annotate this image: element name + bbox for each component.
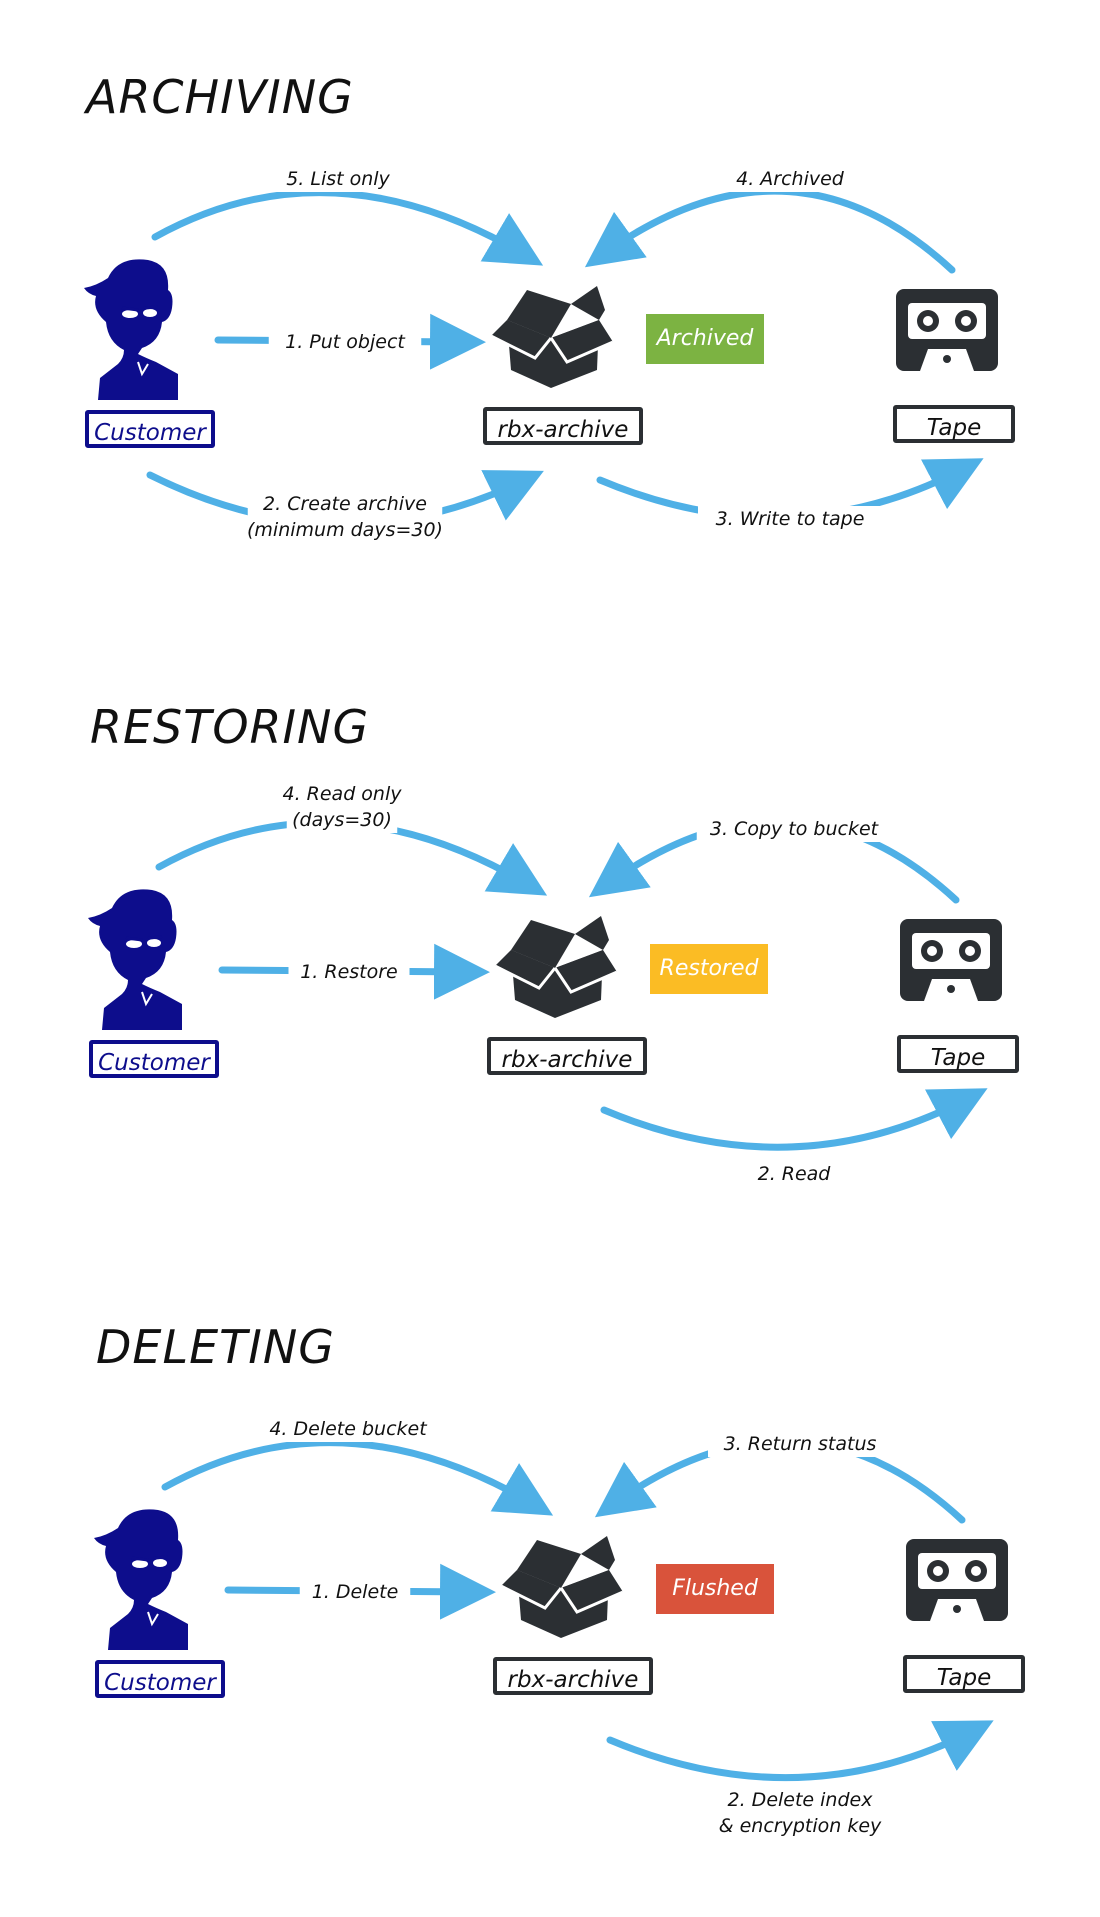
tape-label: Tape (897, 1035, 1019, 1073)
flow-arrows: 4. Delete bucket 3. Return status 1. Delet… (161, 1416, 994, 1839)
arrow-label-bg (268, 329, 422, 355)
arrow-label: 4. Delete bucket (269, 1418, 428, 1440)
box-icon (497, 1530, 627, 1644)
arrow-label-bg (698, 506, 882, 532)
arrow-top-left (151, 189, 544, 266)
arrow-label-bg (247, 517, 443, 543)
section-archiving: ARCHIVING 5. List only 4. Archived 1. Put o… (0, 70, 1100, 630)
archive-label: rbx-archive (487, 1037, 647, 1075)
person-icon (78, 250, 188, 404)
arrow-label: 5. List only (286, 168, 390, 190)
person-icon (88, 1500, 198, 1654)
arrow-label-bg (288, 959, 410, 985)
customer-label: Customer (85, 410, 215, 448)
arrow-label: 1. Put object (285, 331, 406, 353)
arrow-label: & encryption key (719, 1815, 882, 1837)
arrow-label: 3. Copy to bucket (710, 818, 880, 840)
cassette-tape-icon (902, 1535, 1012, 1629)
status-badge: Flushed (656, 1564, 774, 1614)
customer-label: Customer (95, 1660, 225, 1698)
arrow-label: 1. Restore (300, 961, 398, 983)
arrow-top-right (584, 187, 956, 274)
arrow-label: 3. Write to tape (716, 508, 865, 530)
arrow-label: 2. Delete index (728, 1789, 874, 1811)
arrow-label: 4. Read only (283, 783, 403, 805)
arrow-label: (days=30) (292, 809, 392, 831)
arrow-label: 2. Read (758, 1163, 832, 1185)
arrow-label: 2. Create archive (263, 493, 427, 515)
customer-label: Customer (89, 1040, 219, 1078)
arrow-top-left (161, 1439, 554, 1516)
arrow-bottom-right (606, 1720, 994, 1782)
section-title: RESTORING (90, 700, 370, 754)
arrow-label-bg (724, 166, 856, 192)
arrow-label-bg (286, 807, 398, 833)
arrow-label-bg (271, 781, 413, 807)
section-restoring: RESTORING 4. Read only (days=30) 3. Copy to… (0, 700, 1100, 1260)
flow-arrows: 5. List only 4. Archived 1. Put object 2. C… (146, 166, 984, 543)
arrow-label-bg (749, 1161, 839, 1187)
arrow-label-bg (267, 166, 409, 192)
cassette-tape-icon (896, 915, 1006, 1009)
arrow-label: 1. Delete (312, 1581, 399, 1603)
arrow-label: 4. Archived (736, 168, 845, 190)
box-icon (487, 280, 617, 394)
archive-label: rbx-archive (493, 1657, 653, 1695)
archive-label: rbx-archive (483, 407, 643, 445)
arrow-label-bg (708, 1813, 892, 1839)
status-badge: Restored (650, 944, 768, 994)
tape-label: Tape (893, 405, 1015, 443)
arrow-label: (minimum days=30) (247, 519, 443, 541)
section-deleting: DELETING 4. Delete bucket 3. Return status… (0, 1320, 1100, 1880)
arrow-label-bg (696, 816, 892, 842)
tape-label: Tape (903, 1655, 1025, 1693)
status-badge: Archived (646, 314, 764, 364)
section-title: ARCHIVING (86, 70, 354, 124)
person-icon (82, 880, 192, 1034)
arrow-bottom-right (600, 1088, 988, 1151)
arrow-label-bg (247, 491, 443, 517)
arrow-label-bg (299, 1579, 411, 1605)
arrow-label-bg (713, 1787, 887, 1813)
cassette-tape-icon (892, 285, 1002, 379)
box-icon (491, 910, 621, 1024)
arrow-label: 3. Return status (724, 1433, 877, 1455)
section-title: DELETING (96, 1320, 335, 1374)
flow-arrows: 4. Read only (days=30) 3. Copy to bucket 1.… (155, 781, 988, 1187)
arrow-label-bg (708, 1431, 892, 1457)
arrow-label-bg (256, 1416, 440, 1442)
